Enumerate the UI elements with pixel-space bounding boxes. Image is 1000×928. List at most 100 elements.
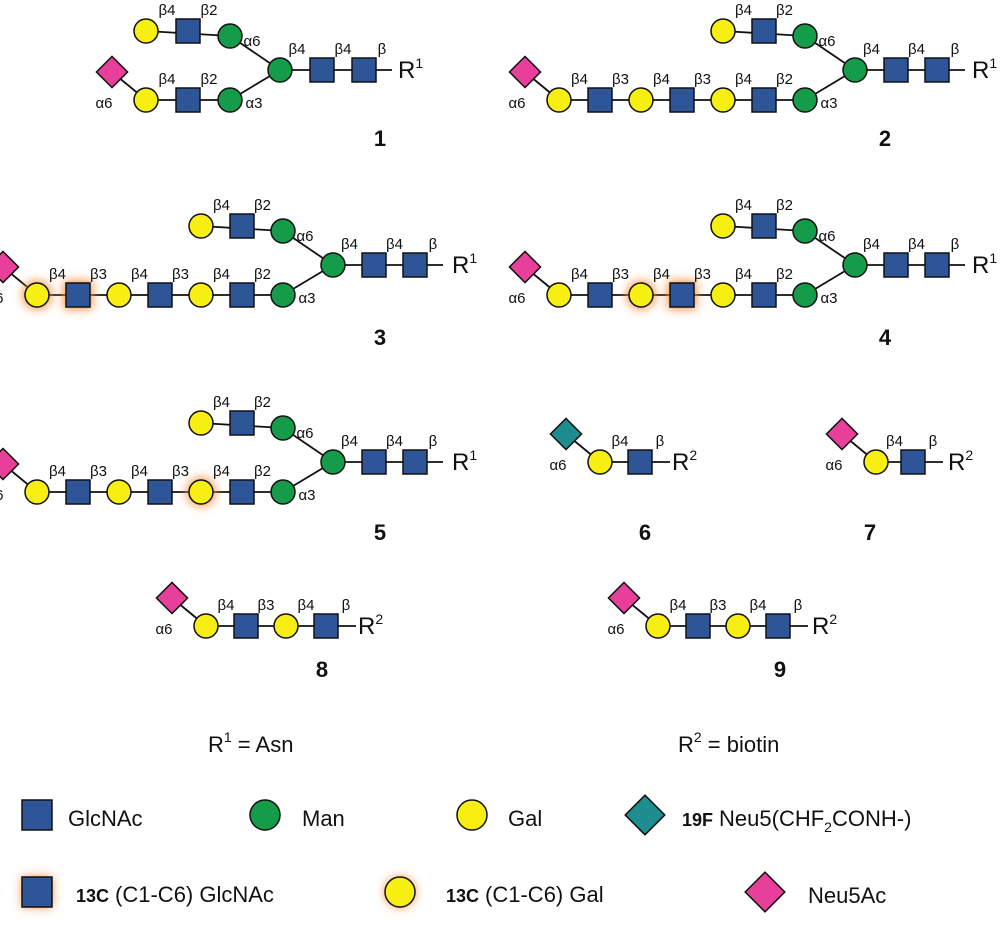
structure-4-link-top-2: β2 <box>776 197 793 214</box>
structure-4-gal-symbol <box>546 282 572 308</box>
compound-number-8: 8 <box>316 657 328 682</box>
structure-3-link-top-3: α6 <box>296 228 313 245</box>
structure-9-glcnac-symbol <box>685 613 711 639</box>
structure-3-link-bottom-4: β4 <box>131 266 148 283</box>
structure-3-link-bottom-6: β4 <box>213 266 230 283</box>
c13-gal-legend-label: 13C(C1-C6) Gal <box>446 882 604 907</box>
structure-5-link-bottom-3: β3 <box>90 463 107 480</box>
structure-4-glcnac-symbol <box>751 282 777 308</box>
structure-9-link-3: β3 <box>710 597 727 614</box>
structure-3-glcnac-symbol <box>361 252 387 278</box>
structure-4-link-bottom-4: β4 <box>653 266 670 283</box>
reducing-end-1: R1 <box>398 55 423 84</box>
man-legend-label: Man <box>302 806 345 831</box>
structure-8-gal-symbol <box>273 613 299 639</box>
structure-5-13c-gal-symbol <box>188 479 214 505</box>
structure-2-gal-symbol <box>710 87 736 113</box>
structure-5-glcnac-symbol <box>229 410 255 436</box>
structure-2-link-core-3: β <box>951 41 960 58</box>
monosaccharide-symbols <box>0 18 950 639</box>
structure-3-link-bottom-1: α6 <box>0 290 4 307</box>
structure-8-glcnac-symbol <box>233 613 259 639</box>
structure-2-man-symbol <box>792 87 818 113</box>
structure-4-gal-symbol <box>710 282 736 308</box>
structure-5-link-core-2: β4 <box>386 433 403 450</box>
reducing-end-6: R2 <box>672 447 697 476</box>
structure-3-13c-glcnac-symbol <box>65 282 91 308</box>
structure-1-gal-symbol <box>133 87 159 113</box>
structure-5-link-top-3: α6 <box>296 425 313 442</box>
structure-2-link-bottom-7: β2 <box>776 71 793 88</box>
structure-3-link-bottom-last: α3 <box>298 290 315 307</box>
compound-number-9: 9 <box>774 657 786 682</box>
structure-4-13c-glcnac-symbol <box>669 282 695 308</box>
structure-3-gal-symbol <box>106 282 132 308</box>
compound-number-5: 5 <box>374 520 386 545</box>
structure-5-link-bottom-5: β3 <box>172 463 189 480</box>
glcnac-legend-label: GlcNAc <box>68 806 143 831</box>
structure-4-link-bottom-3: β3 <box>612 266 629 283</box>
structure-2-link-bottom-2: β4 <box>571 71 588 88</box>
structure-4-glcnac-symbol <box>751 213 777 239</box>
structure-4-glcnac-symbol <box>883 252 909 278</box>
structure-2-neu5ac-symbol <box>508 55 542 89</box>
structure-4-glcnac-symbol <box>924 252 950 278</box>
structure-4-man-symbol <box>842 252 868 278</box>
structure-2-man-symbol <box>792 23 818 49</box>
structure-1-link-core-2: β4 <box>335 41 352 58</box>
structure-5-glcnac-symbol <box>361 449 387 475</box>
structure-1-glcnac-symbol <box>351 57 377 83</box>
structure-1-man-symbol <box>217 23 243 49</box>
r2-definition: R2 = biotin <box>678 729 779 757</box>
structure-4-link-bottom-6: β4 <box>735 266 752 283</box>
structure-3-glcnac-symbol <box>147 282 173 308</box>
structure-4-glcnac-symbol <box>587 282 613 308</box>
structure-2-link-bottom-6: β4 <box>735 71 752 88</box>
neu5ac-legend-label: Neu5Ac <box>808 883 886 908</box>
structure-8-neu5ac-symbol <box>155 581 189 615</box>
structure-4-13c-gal-symbol <box>628 282 654 308</box>
structure-2-gal-symbol <box>710 18 736 44</box>
gal-legend-icon <box>456 799 488 831</box>
structure-4-man-symbol <box>792 282 818 308</box>
structure-2-man-symbol <box>842 57 868 83</box>
structure-1-link-top-3: α6 <box>243 33 260 50</box>
gal-legend-label: Gal <box>508 806 542 831</box>
structure-4-link-core-2: β4 <box>908 236 925 253</box>
structure-9-link-4: β4 <box>750 597 767 614</box>
reducing-end-4: R1 <box>972 250 997 279</box>
structure-5-link-core-3: β <box>429 433 438 450</box>
structure-3-link-core-1: β4 <box>341 236 358 253</box>
structure-8-link-4: β4 <box>298 597 315 614</box>
structure-2-link-top-1: β4 <box>735 2 752 19</box>
structure-2-gal-symbol <box>546 87 572 113</box>
structure-7-link-last: β <box>929 433 938 450</box>
structure-5-link-bottom-last: α3 <box>298 487 315 504</box>
structure-2-glcnac-symbol <box>587 87 613 113</box>
structure-4-man-symbol <box>792 218 818 244</box>
structure-3-link-core-3: β <box>429 236 438 253</box>
structure-3-man-symbol <box>270 218 296 244</box>
structure-9-glcnac-symbol <box>765 613 791 639</box>
glcnac-legend-icon <box>21 799 53 831</box>
structure-1-gal-symbol <box>133 18 159 44</box>
structure-3-link-bottom-7: β2 <box>254 266 271 283</box>
structure-7-link-1: α6 <box>825 457 842 474</box>
structure-5-link-bottom-7: β2 <box>254 463 271 480</box>
structure-1-glcnac-symbol <box>175 87 201 113</box>
structure-9-link-1: α6 <box>607 621 624 638</box>
structure-5-man-symbol <box>320 449 346 475</box>
c13-glcnac-legend-label: 13C(C1-C6) GlcNAc <box>76 882 274 907</box>
structure-5-glcnac-symbol <box>229 479 255 505</box>
structure-4-neu5ac-symbol <box>508 250 542 284</box>
structure-5-link-top-1: β4 <box>213 394 230 411</box>
structure-2-glcnac-symbol <box>751 18 777 44</box>
structure-2-link-bottom-1: α6 <box>508 95 525 112</box>
structure-5-glcnac-symbol <box>402 449 428 475</box>
structure-9-gal-symbol <box>645 613 671 639</box>
structure-3-link-core-2: β4 <box>386 236 403 253</box>
structure-6-19f-neu5-symbol <box>549 417 583 451</box>
structure-1-man-symbol <box>217 87 243 113</box>
